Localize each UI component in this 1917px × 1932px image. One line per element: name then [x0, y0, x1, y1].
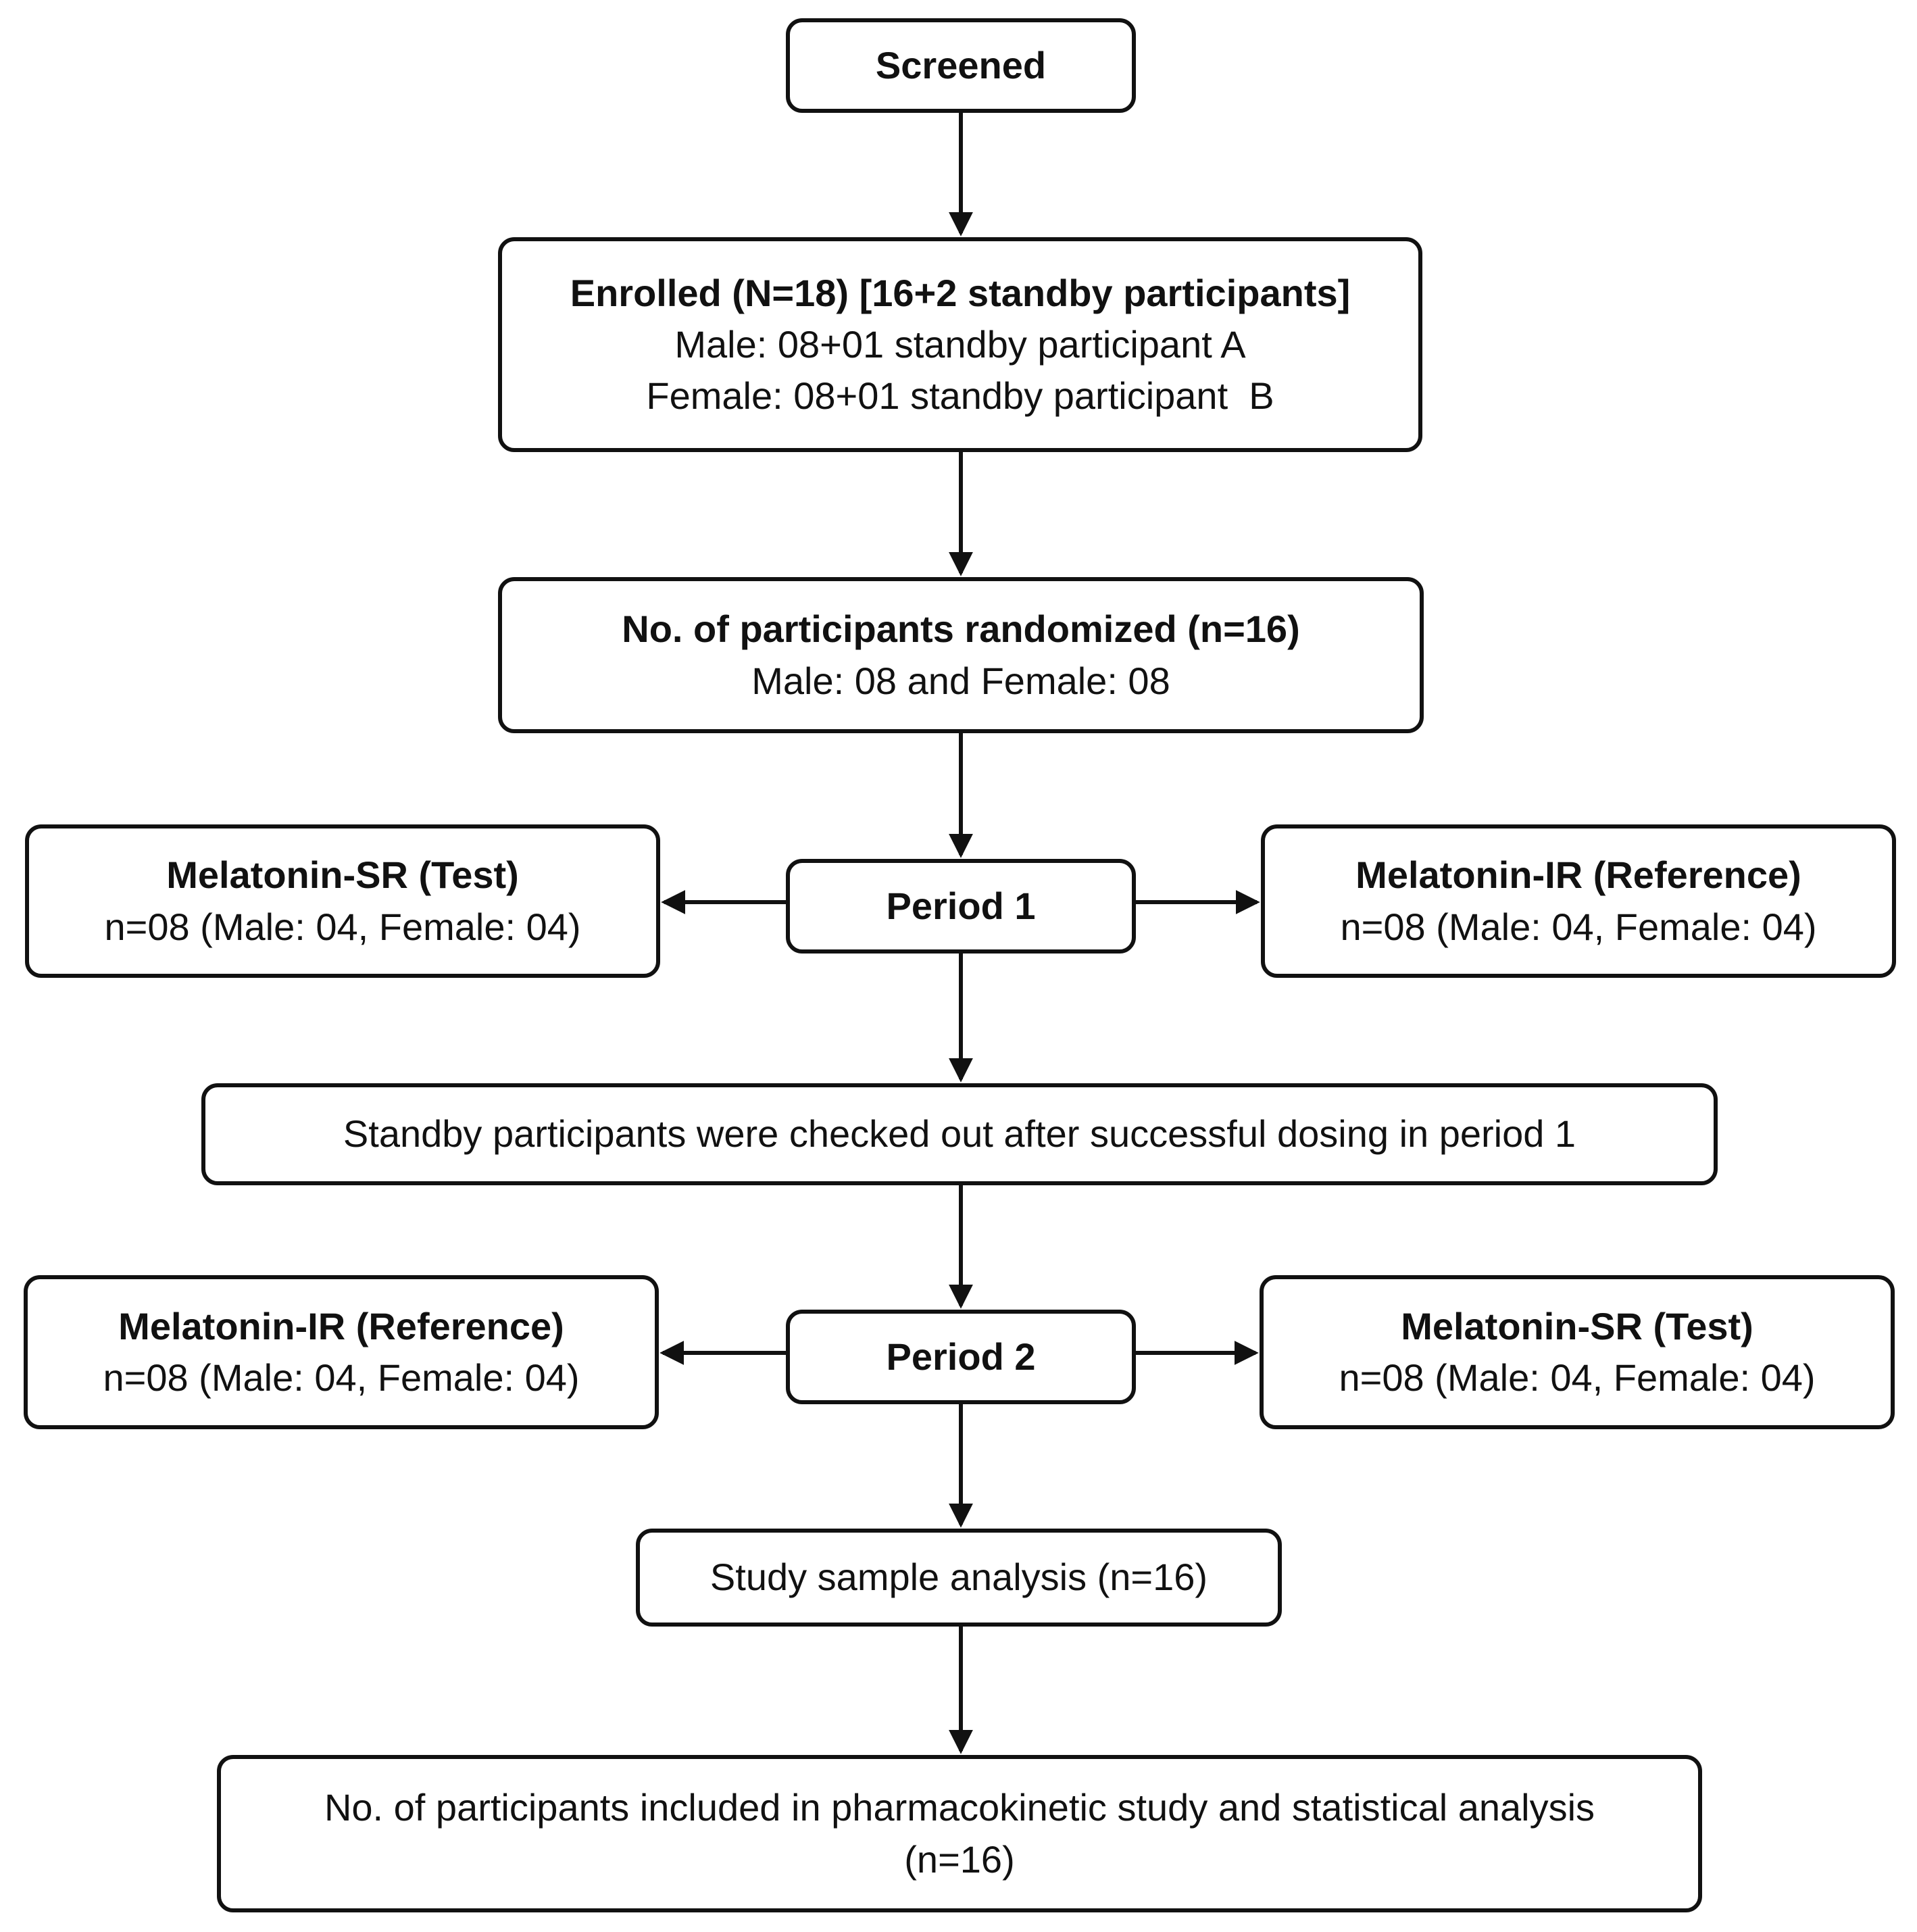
period2-right-box: Melatonin-SR (Test) n=08 (Male: 04, Fema…	[1260, 1275, 1895, 1429]
randomized-title: No. of participants randomized (n=16)	[622, 608, 1300, 651]
sample-analysis-box: Study sample analysis (n=16)	[636, 1529, 1282, 1627]
period2-right-title: Melatonin-SR (Test)	[1401, 1304, 1753, 1347]
period1-right-title: Melatonin-IR (Reference)	[1355, 853, 1801, 897]
period1-right-detail: n=08 (Male: 04, Female: 04)	[1340, 905, 1817, 948]
enrolled-male: Male: 08+01 standby participant A	[674, 322, 1246, 366]
period2-left-box: Melatonin-IR (Reference) n=08 (Male: 04,…	[24, 1275, 659, 1429]
period1-box: Period 1	[786, 859, 1136, 953]
period2-left-detail: n=08 (Male: 04, Female: 04)	[103, 1356, 580, 1399]
period1-left-detail: n=08 (Male: 04, Female: 04)	[104, 905, 581, 948]
enrolled-title: Enrolled (N=18) [16+2 standby participan…	[570, 271, 1351, 314]
period2-label: Period 2	[886, 1335, 1036, 1378]
period2-box: Period 2	[786, 1310, 1136, 1404]
screened-box: Screened	[786, 18, 1136, 113]
screened-label: Screened	[875, 43, 1047, 86]
standby-checkout-box: Standby participants were checked out af…	[201, 1083, 1718, 1185]
randomized-box: No. of participants randomized (n=16) Ma…	[498, 577, 1424, 733]
period1-label: Period 1	[886, 884, 1036, 927]
period1-left-title: Melatonin-SR (Test)	[166, 853, 519, 897]
sample-analysis-label: Study sample analysis (n=16)	[709, 1556, 1208, 1599]
period2-left-title: Melatonin-IR (Reference)	[118, 1304, 564, 1347]
final-analysis-line1: No. of participants included in pharmaco…	[324, 1786, 1595, 1829]
randomized-detail: Male: 08 and Female: 08	[751, 659, 1170, 702]
period1-right-box: Melatonin-IR (Reference) n=08 (Male: 04,…	[1261, 824, 1896, 978]
period1-left-box: Melatonin-SR (Test) n=08 (Male: 04, Fema…	[25, 824, 660, 978]
enrolled-box: Enrolled (N=18) [16+2 standby participan…	[498, 237, 1422, 452]
enrolled-female: Female: 08+01 standby participant B	[646, 374, 1274, 418]
period2-right-detail: n=08 (Male: 04, Female: 04)	[1339, 1356, 1816, 1399]
final-analysis-line2: (n=16)	[904, 1837, 1015, 1881]
final-analysis-box: No. of participants included in pharmaco…	[217, 1755, 1702, 1912]
standby-checkout-label: Standby participants were checked out af…	[343, 1112, 1576, 1156]
